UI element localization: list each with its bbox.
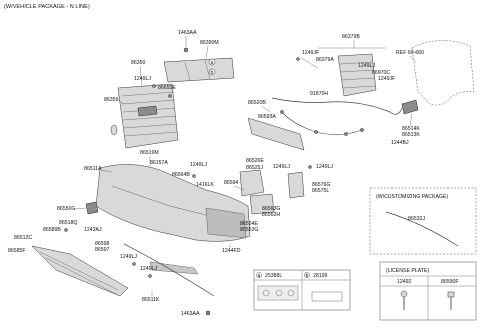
label-1463AA-bot: 1463AA xyxy=(181,311,200,317)
label-1249LJ-d: 1249LJ xyxy=(273,164,290,170)
label-86390M: 86390M xyxy=(200,40,219,46)
label-1249JF-b: 1249JF xyxy=(378,76,395,82)
label-86520B: 86520B xyxy=(248,100,266,106)
customizing-title: (W/CUSTOMIZING PACKAGE) xyxy=(376,194,448,200)
label-86576G: 86576G xyxy=(312,182,330,188)
label-86350: 86350 xyxy=(131,60,146,66)
label-86359: 86359 xyxy=(104,97,119,103)
package-header: (W/VEHICLE PACKAGE - N LINE) xyxy=(4,4,90,10)
screw-1463AA-top-icon xyxy=(183,47,189,53)
label-1249LJ-c: 1249LJ xyxy=(190,162,207,168)
label-86379B: 86379B xyxy=(342,34,360,40)
label-86970C: 86970C xyxy=(372,70,390,76)
label-1244BJ: 1244BJ xyxy=(391,140,409,146)
legend-a-code: 25388L xyxy=(265,273,282,279)
label-86518Q: 86518Q xyxy=(59,220,77,226)
license-right-code: 86590F xyxy=(441,279,459,285)
upper-grille-cover xyxy=(163,57,235,83)
front-bumper-cover xyxy=(95,164,251,242)
label-sticker-icon xyxy=(257,285,299,301)
label-86525J: 86525J xyxy=(246,165,263,171)
label-86562H: 86562H xyxy=(262,212,280,218)
grille-side-cover xyxy=(249,193,275,215)
label-ref: REF 60-660 xyxy=(396,50,424,56)
callout-a-label: a xyxy=(211,60,214,66)
callout-b-circle xyxy=(208,68,216,76)
label-86593A: 86593A xyxy=(258,114,276,120)
bolt-1249LJ-c-icon xyxy=(192,174,196,178)
clip-86589B-icon xyxy=(64,228,68,232)
label-86589B: 86589B xyxy=(43,227,61,233)
label-86512C: 86512C xyxy=(14,235,32,241)
label-91870H: 91870H xyxy=(310,91,328,97)
label-1243AJ: 1243AJ xyxy=(84,227,102,233)
license-title: (LICENSE PLATE) xyxy=(386,268,429,274)
side-bracket xyxy=(287,171,305,199)
label-1249LJ-g: 1249LJ xyxy=(140,266,157,272)
label-86519M: 86519M xyxy=(140,150,159,156)
label-86526E: 86526E xyxy=(246,158,264,164)
license-plate-box: (LICENSE PLATE) 12492 86590F xyxy=(379,261,477,321)
label-86157A: 86157A xyxy=(150,160,168,166)
callout-a-circle xyxy=(208,58,216,66)
clip-86655E-icon xyxy=(168,94,172,98)
label-86379A: 86379A xyxy=(316,57,334,63)
label-1249LJ-e: 1249LJ xyxy=(316,164,333,170)
label-86585F: 86585F xyxy=(8,248,26,254)
bolt-1249LJ-a-icon xyxy=(152,84,156,88)
label-86563G: 86563G xyxy=(262,206,280,212)
label-86550G: 86550G xyxy=(57,206,75,212)
garnish-strip-icon xyxy=(385,211,459,247)
customizing-package-box: (W/CUSTOMIZING PACKAGE) 86532J xyxy=(369,187,477,255)
fender-outline xyxy=(411,40,475,106)
label-86511A: 86511A xyxy=(84,166,102,172)
lower-grille-trim xyxy=(149,261,199,275)
license-left-code: 12492 xyxy=(397,279,412,285)
label-86594: 86594 xyxy=(224,180,239,186)
legend-table: a 25388L b 28199 xyxy=(253,269,351,311)
radiator-grille xyxy=(117,83,179,149)
label-1249LJ-a: 1249LJ xyxy=(134,76,151,82)
label-86511K: 86511K xyxy=(142,297,160,303)
fog-lamp-bracket xyxy=(401,99,419,115)
lower-grille xyxy=(31,245,129,297)
callout-b-label: b xyxy=(211,70,214,76)
lower-grille-insert xyxy=(337,53,377,97)
customizing-part: 86532J xyxy=(408,216,425,222)
label-86514K: 86514K xyxy=(402,126,420,132)
label-86598: 86598 xyxy=(95,241,110,247)
label-1244FD: 1244FD xyxy=(222,248,241,254)
legend-b-code: 28199 xyxy=(313,273,328,279)
label-86564B: 86564B xyxy=(172,172,190,178)
fog-lamp-cover xyxy=(239,169,265,197)
label-1463AA-top: 1463AA xyxy=(178,30,197,36)
label-1249LJ-b: 1249LJ xyxy=(358,63,375,69)
label-1416LK: 1416LK xyxy=(196,182,214,188)
label-1249LJ-f: 1249LJ xyxy=(120,254,137,260)
wiring-harness xyxy=(271,97,403,136)
label-86575L: 86575L xyxy=(312,188,329,194)
label-86513K: 86513K xyxy=(402,132,420,138)
bumper-beam-absorber xyxy=(247,117,305,151)
blank-plate-icon xyxy=(311,291,343,302)
label-86655E: 86655E xyxy=(158,85,176,91)
nut-86590F-icon xyxy=(447,291,455,310)
label-1249JF-a: 1249JF xyxy=(302,50,319,56)
label-86554E: 86554E xyxy=(240,221,258,227)
bolt-1249LJ-g-icon xyxy=(148,274,152,278)
bolt-1249LJ-f-icon xyxy=(132,262,136,266)
screw-1463AA-bot-icon xyxy=(205,310,211,316)
bolt-1249JF-a-icon xyxy=(296,57,300,61)
bolt-1249LJ-e-icon xyxy=(308,165,312,169)
chrome-strip xyxy=(123,243,215,297)
label-86597: 86597 xyxy=(95,247,110,253)
emblem-clip-icon xyxy=(110,124,118,136)
bracket-86550G-icon xyxy=(85,201,99,215)
legend-a-mark: a xyxy=(258,273,261,279)
screw-12492-icon xyxy=(400,290,408,310)
label-86553G: 86553G xyxy=(240,227,258,233)
legend-b-mark: b xyxy=(306,273,309,279)
